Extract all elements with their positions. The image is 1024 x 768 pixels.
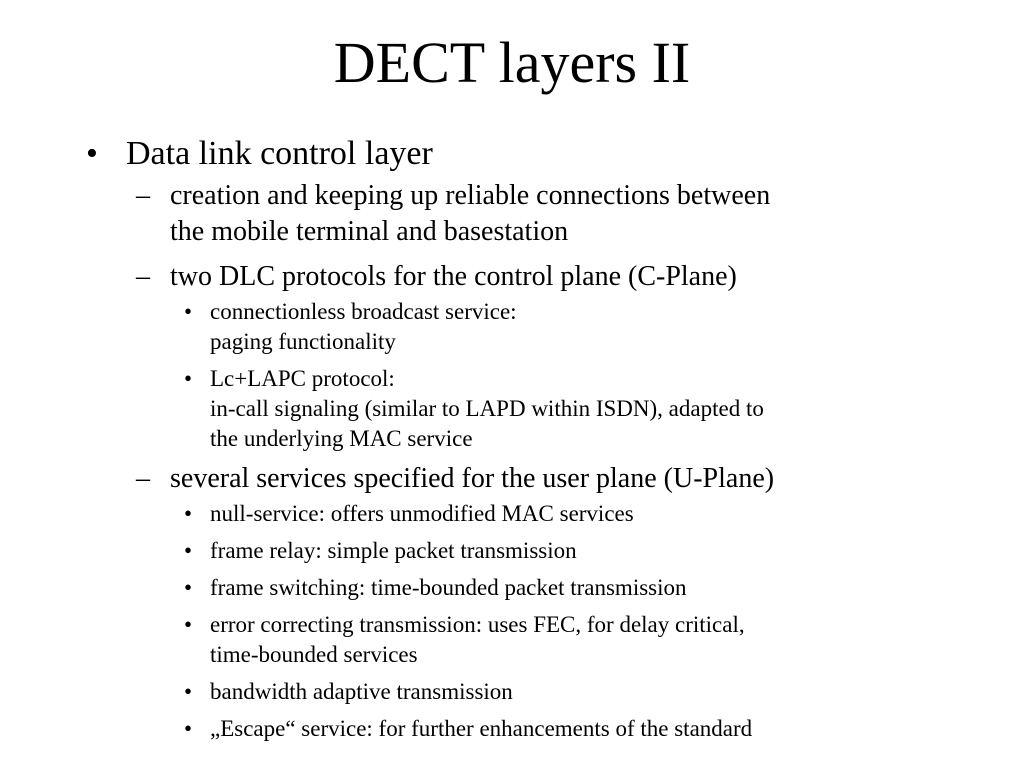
list-item-text: frame relay: simple packet transmission [210,538,577,563]
list-item-level3: • frame relay: simple packet transmissio… [180,536,986,566]
list-item-text: in-call signaling (similar to LAPD withi… [210,396,764,421]
list-item-text: „Escape“ service: for further enhancemen… [210,716,753,741]
bullet-marker: • [184,679,193,704]
list-item-text: Lc+LAPC protocol: [210,366,395,391]
list-item-text: the underlying MAC service [210,426,473,451]
bullet-marker: • [184,366,193,391]
list-item-text: time-bounded services [210,642,418,667]
sub-list: – creation and keeping up reliable conne… [136,178,986,744]
bullet-marker: • [184,716,193,741]
bullet-marker: • [184,538,193,563]
list-item-level1: • Data link control layer – creation and… [86,134,986,744]
sub-sub-list: • null-service: offers unmodified MAC se… [180,499,986,744]
dash-marker: – [136,261,150,292]
list-item-text: paging functionality [210,329,396,354]
list-item-level3: • Lc+LAPC protocol: in-call signaling (s… [180,364,986,454]
list-item-level3: • frame switching: time-bounded packet t… [180,573,986,603]
bullet-list: • Data link control layer – creation and… [86,134,986,751]
bullet-marker: • [184,575,193,600]
list-item-text: several services specified for the user … [170,463,775,494]
list-item-level2: – creation and keeping up reliable conne… [136,178,986,250]
list-item-text: Data link control layer [126,135,433,172]
bullet-marker: • [86,135,98,172]
dash-marker: – [136,180,150,211]
list-item-text: connectionless broadcast service: [210,299,517,324]
list-item-text: frame switching: time-bounded packet tra… [210,575,687,600]
list-item-text: creation and keeping up reliable connect… [170,180,771,211]
list-item-level3: • error correcting transmission: uses FE… [180,610,986,670]
list-item-level3: • „Escape“ service: for further enhancem… [180,714,986,744]
list-item-level3: • null-service: offers unmodified MAC se… [180,499,986,529]
slide-title: DECT layers II [333,30,691,95]
bullet-marker: • [184,299,193,324]
list-item-text: null-service: offers unmodified MAC serv… [210,501,634,526]
list-item-level2: – two DLC protocols for the control plan… [136,259,986,454]
list-item-text: error correcting transmission: uses FEC,… [210,612,745,637]
bullet-marker: • [184,612,193,637]
dash-marker: – [136,463,150,494]
list-item-level2: – several services specified for the use… [136,461,986,744]
list-item-text: the mobile terminal and basestation [170,216,569,247]
list-item-level3: • connectionless broadcast service: pagi… [180,297,986,357]
list-item-level3: • bandwidth adaptive transmission [180,677,986,707]
list-item-text: bandwidth adaptive transmission [210,679,513,704]
bullet-marker: • [184,501,193,526]
list-item-text: two DLC protocols for the control plane … [170,261,737,292]
sub-sub-list: • connectionless broadcast service: pagi… [180,297,986,454]
